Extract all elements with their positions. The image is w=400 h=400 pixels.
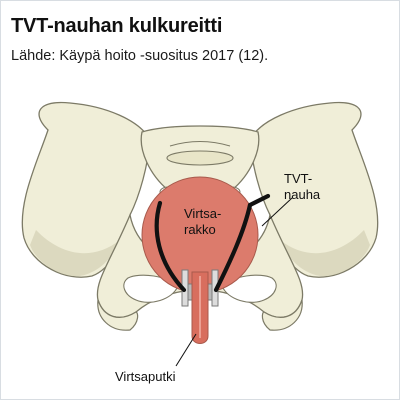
figure-title: TVT-nauhan kulkureitti: [11, 15, 223, 37]
urethra-label: Virtsaputki: [115, 369, 176, 384]
right-ilium-shade: [280, 230, 370, 277]
tvt-tape-right: [213, 202, 253, 293]
tvt-label-leader: [261, 197, 293, 227]
tvt-label-line2: nauha: [284, 187, 321, 202]
tvt-label-line1: TVT-: [284, 171, 312, 186]
sacral-promontory: [166, 150, 234, 166]
bladder-label-line1: Virtsa-: [184, 206, 221, 221]
bladder-label-line2: rakko: [184, 222, 216, 237]
sacrum-ridge: [169, 141, 231, 147]
urethra-label-leader: [175, 333, 197, 367]
left-obturator-foramen: [123, 274, 179, 303]
figure-source: Lähde: Käypä hoito -suositus 2017 (12).: [11, 48, 269, 64]
tvt-tape-top-right: [247, 193, 271, 208]
right-obturator-foramen: [221, 274, 277, 303]
left-ischium: [97, 299, 139, 331]
left-ilium-shade: [30, 230, 120, 277]
right-ischium: [261, 299, 303, 331]
tvt-tape-left: [154, 200, 187, 293]
